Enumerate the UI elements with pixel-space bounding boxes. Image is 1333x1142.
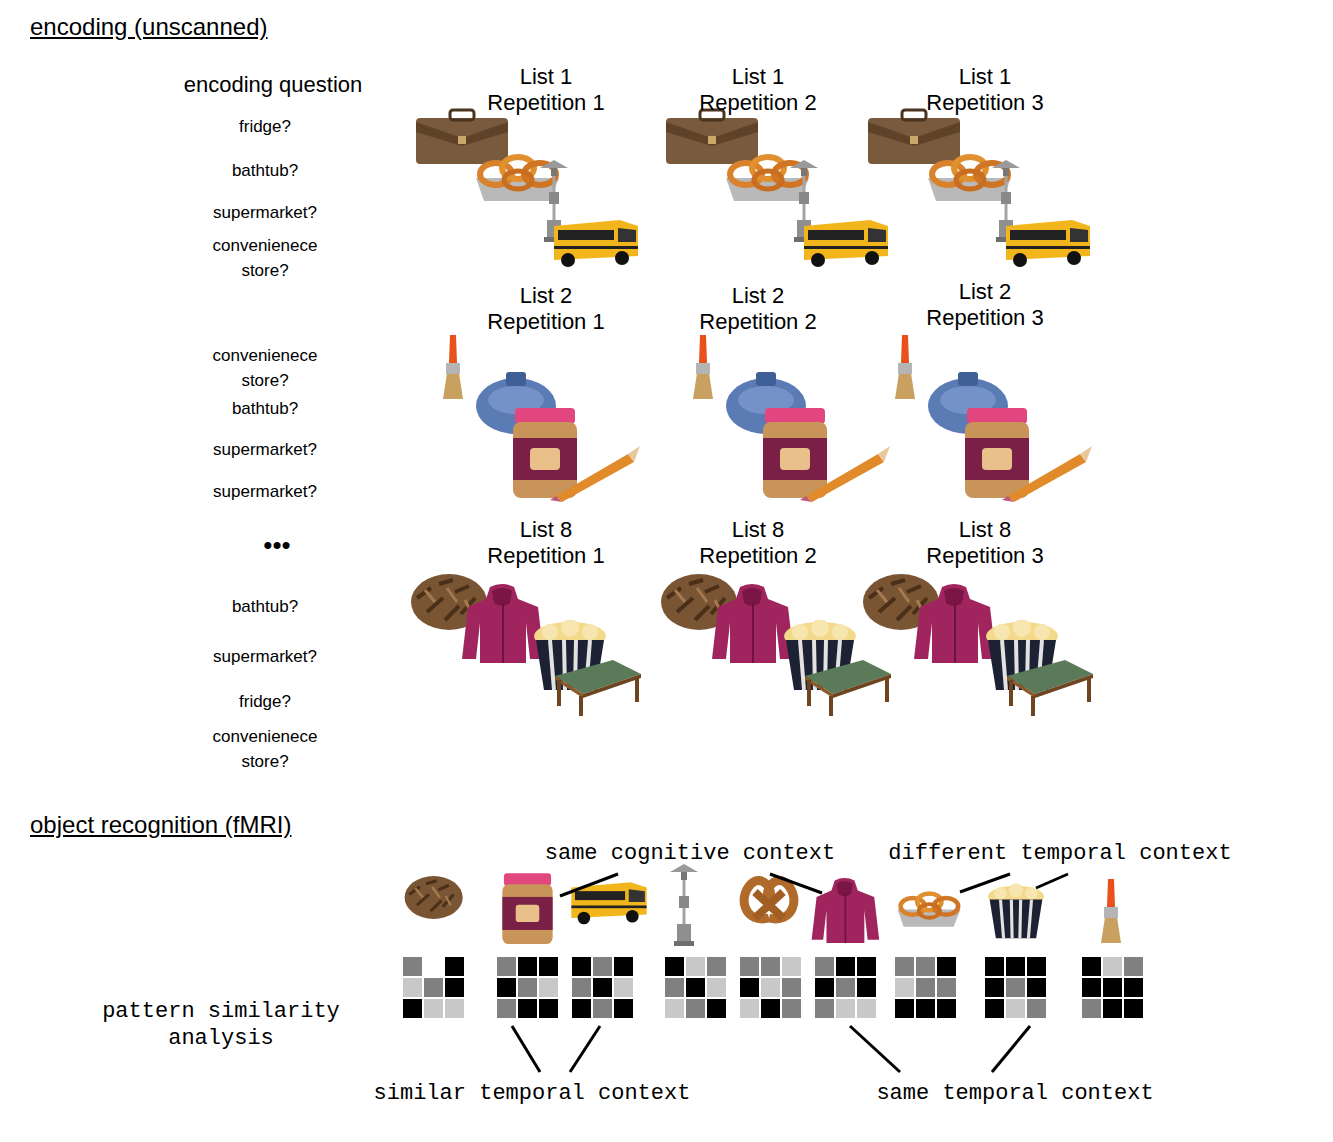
encoding-question: convenienece store? <box>205 343 325 393</box>
recognition-objects <box>405 864 1121 946</box>
pattern-grids <box>403 957 1143 1018</box>
list-label: List 1 Repetition 1 <box>476 64 616 116</box>
list-label: List 8 Repetition 2 <box>688 517 828 569</box>
encoding-question: convenienece store? <box>205 724 325 774</box>
list-label: List 2 Repetition 1 <box>476 283 616 335</box>
encoding-question: fridge? <box>195 689 335 714</box>
list-1-objects <box>416 110 1090 267</box>
list-label: List 1 Repetition 3 <box>915 64 1055 116</box>
encoding-question: convenienece store? <box>205 233 325 283</box>
column-heading: encoding question <box>143 72 403 98</box>
analysis-label: same temporal context <box>805 1080 1225 1107</box>
section-heading: encoding (unscanned) <box>30 12 268 42</box>
analysis-label: similar temporal context <box>322 1080 742 1107</box>
encoding-question: supermarket? <box>195 479 335 504</box>
list-label: List 2 Repetition 2 <box>688 283 828 335</box>
encoding-question: bathtub? <box>195 594 335 619</box>
analysis-label: different temporal context <box>850 840 1270 867</box>
list-label: List 8 Repetition 3 <box>915 517 1055 569</box>
encoding-question: supermarket? <box>195 644 335 669</box>
encoding-question: supermarket? <box>195 200 335 225</box>
encoding-question: bathtub? <box>195 158 335 183</box>
list-8-objects <box>411 574 1093 716</box>
section-heading: object recognition (fMRI) <box>30 810 291 840</box>
analysis-label: same cognitive context <box>480 840 900 867</box>
encoding-question: supermarket? <box>195 437 335 462</box>
list-label: List 8 Repetition 1 <box>476 517 616 569</box>
leader-lines <box>512 874 1068 1072</box>
list-label: List 2 Repetition 3 <box>915 279 1055 331</box>
encoding-question: fridge? <box>195 114 335 139</box>
analysis-label: pattern similarity analysis <box>76 998 366 1052</box>
ellipsis: ••• <box>227 530 327 560</box>
list-2-objects <box>443 335 1092 502</box>
list-label: List 1 Repetition 2 <box>688 64 828 116</box>
encoding-question: bathtub? <box>195 396 335 421</box>
